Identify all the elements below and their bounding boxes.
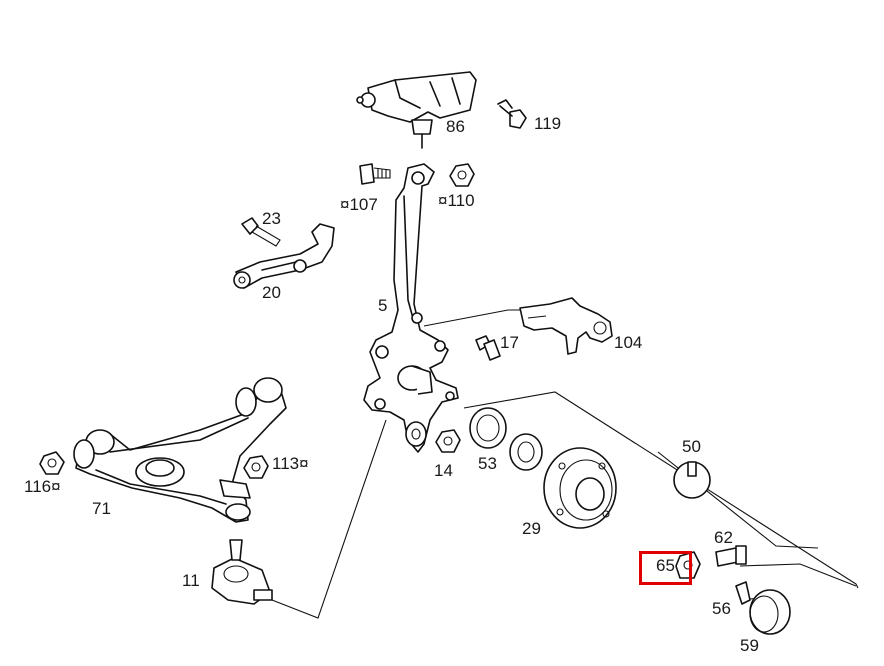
part-65-nut[interactable] (675, 551, 701, 579)
label-86[interactable]: 86 (446, 117, 465, 136)
label-20[interactable]: 20 (262, 283, 281, 302)
part-116-nut[interactable] (39, 451, 65, 475)
highlight-box-part-65 (639, 551, 692, 585)
part-5-steering-knuckle[interactable] (363, 163, 459, 453)
part-11-ball-joint[interactable] (211, 539, 273, 605)
label-53[interactable]: 53 (478, 454, 497, 473)
label-65[interactable]: 65 (656, 556, 675, 575)
part-53-seal[interactable] (469, 407, 507, 449)
label-5[interactable]: 5 (378, 296, 388, 315)
label-116[interactable]: 116¤ (24, 477, 61, 496)
part-113-nut[interactable] (243, 455, 269, 479)
part-29-wheel-hub[interactable] (543, 447, 617, 529)
part-20-steering-arm[interactable] (233, 223, 335, 289)
part-110-nut[interactable] (449, 163, 475, 187)
part-86-upper-mount[interactable] (356, 71, 477, 149)
label-23[interactable]: 23 (262, 209, 281, 228)
label-56[interactable]: 56 (712, 599, 731, 618)
part-14-nut[interactable] (435, 429, 461, 453)
label-62[interactable]: 62 (714, 528, 733, 547)
part-23-bolt[interactable] (241, 217, 281, 247)
part-59-dust-cap[interactable] (749, 589, 791, 635)
label-17[interactable]: 17 (500, 333, 519, 352)
part-62-bolt[interactable] (715, 545, 747, 567)
wheel-bearing[interactable] (509, 433, 543, 471)
part-50-washer[interactable] (673, 461, 711, 499)
part-104-bracket[interactable] (519, 297, 613, 355)
label-29[interactable]: 29 (522, 519, 541, 538)
label-113[interactable]: 113¤ (272, 454, 309, 473)
label-11[interactable]: 11 (182, 571, 200, 590)
label-104[interactable]: 104 (614, 333, 643, 352)
part-71-control-arm[interactable] (73, 377, 287, 523)
label-14[interactable]: 14 (434, 461, 453, 480)
label-50[interactable]: 50 (682, 437, 701, 456)
part-119-bolt[interactable] (497, 99, 527, 129)
label-107[interactable]: ¤107 (340, 195, 378, 214)
label-110[interactable]: ¤110 (438, 191, 475, 210)
part-107-bolt[interactable] (359, 163, 391, 185)
label-71[interactable]: 71 (92, 499, 111, 518)
part-17-bolt[interactable] (475, 335, 501, 361)
label-59[interactable]: 59 (740, 636, 759, 655)
part-56-clip[interactable] (735, 581, 751, 605)
label-119[interactable]: 119 (534, 114, 562, 133)
